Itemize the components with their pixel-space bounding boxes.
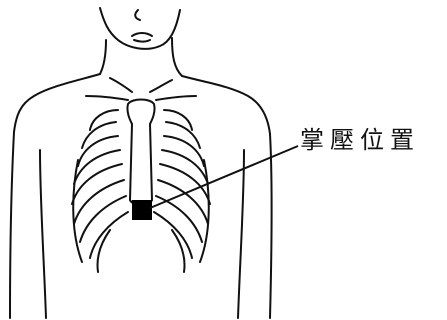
head-outline xyxy=(100,8,180,49)
right-inner-arm xyxy=(238,150,244,318)
left-clavicle xyxy=(86,78,132,100)
left-shoulder-arm xyxy=(10,74,100,318)
right-shoulder-arm xyxy=(182,76,272,318)
callout-leader-line xyxy=(150,146,298,208)
neck-left xyxy=(100,40,106,74)
hand-position-marker xyxy=(132,200,152,220)
neck-right xyxy=(172,38,182,76)
hand-position-label: 掌壓位置 xyxy=(300,120,420,155)
nose xyxy=(135,10,140,20)
mouth xyxy=(132,33,152,42)
left-inner-arm xyxy=(40,150,46,318)
right-clavicle xyxy=(150,80,196,100)
sternum xyxy=(127,100,154,205)
